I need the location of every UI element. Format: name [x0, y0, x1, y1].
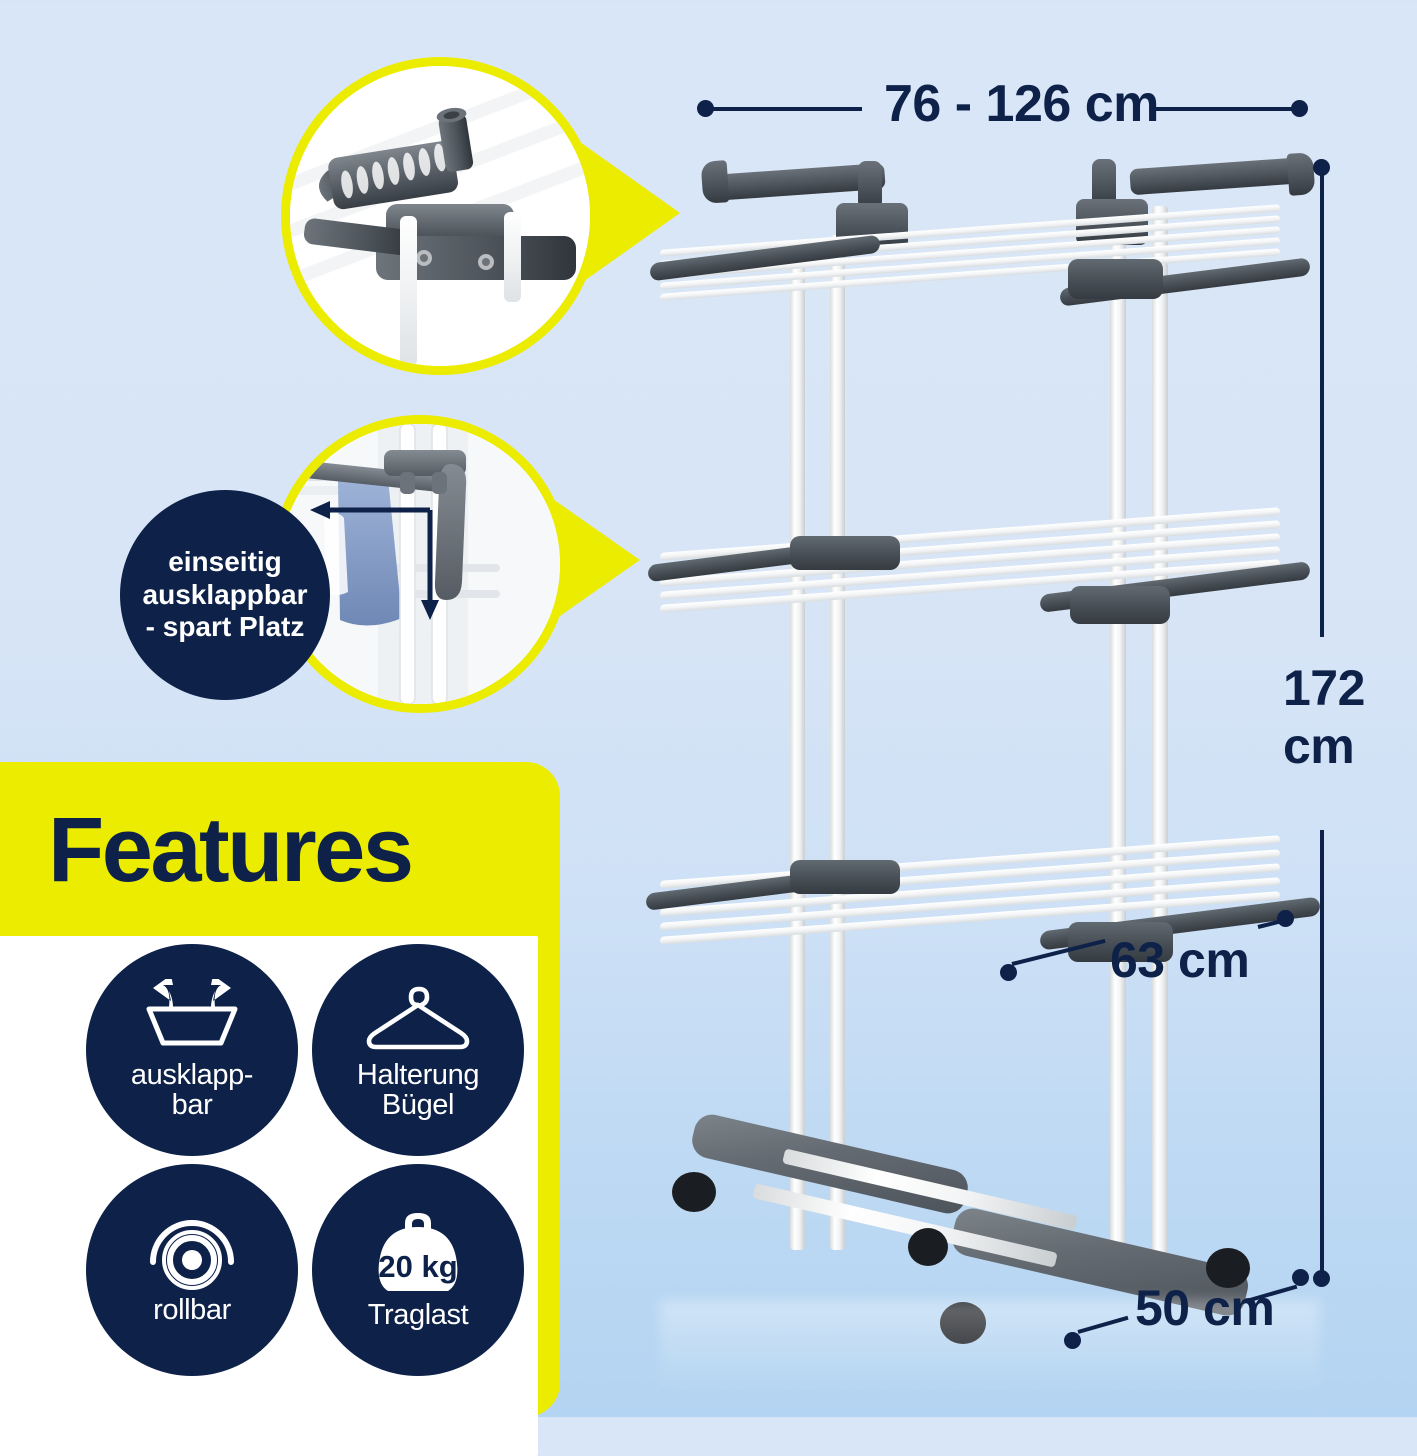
dim-dot-bottom — [1313, 1270, 1330, 1287]
product-illustration — [640, 60, 1321, 1360]
feature-rollbar[interactable]: rollbar — [86, 1164, 298, 1376]
badge-text: einseitig ausklappbar - spart Platz — [142, 546, 308, 643]
caster-wheel-back-left — [672, 1172, 716, 1212]
dimension-depth-label: 63 cm — [1110, 932, 1250, 988]
callout-one-sided-folding — [280, 424, 560, 704]
caster-wheel-front-right — [1206, 1248, 1250, 1288]
rolling-base — [640, 1111, 1320, 1360]
hanger-holder-right-tip — [1286, 152, 1316, 196]
shelf-bottom-hinge — [1068, 922, 1173, 962]
shelf-bottom-hub — [790, 860, 900, 894]
pole-back-left — [790, 240, 805, 1250]
dim-dot-top — [1313, 159, 1330, 176]
dim-line-vertical-lower — [1320, 830, 1324, 1275]
features-title: Features — [48, 799, 414, 901]
shelf-top-hinge — [1068, 259, 1163, 299]
dim-line-vertical-upper — [1320, 172, 1324, 637]
caster-wheel-front-left — [940, 1302, 986, 1344]
dim-line-left — [712, 107, 862, 111]
pole-front-right — [1110, 210, 1126, 1275]
base-rod-upper — [782, 1148, 1078, 1231]
shelf-bottom — [640, 830, 1321, 970]
dim-dot-63-left — [1000, 964, 1017, 981]
pole-front-right-2 — [1152, 206, 1168, 1276]
dim-dot-50-right — [1292, 1269, 1309, 1286]
dim-dot-right — [1291, 100, 1308, 117]
feature-ausklappbar[interactable]: ausklapp- bar — [86, 944, 298, 1156]
hanger-holder-left-post — [858, 161, 882, 209]
infographic-canvas: 76 - 126 cm 172 cm 63 cm 50 cm — [0, 60, 1366, 1456]
dim-dot-50-left — [1064, 1332, 1081, 1349]
hanger-holder-left-tip — [700, 160, 730, 204]
feature-traglast[interactable]: 20 kg Traglast — [312, 1164, 524, 1376]
shelf-middle — [640, 500, 1320, 630]
feature-halterung-buegel[interactable]: Halterung Bügel — [312, 944, 524, 1156]
shelf-middle-hub — [790, 536, 900, 570]
status-badge-one-sided: einseitig ausklappbar - spart Platz — [120, 490, 330, 700]
caster-wheel-back-right — [908, 1228, 948, 1266]
caster-wheel-icon — [133, 1214, 251, 1292]
features-card: Features — [0, 762, 560, 1456]
dim-dot-left — [697, 100, 714, 117]
coat-hanger-icon — [359, 979, 477, 1057]
weight-icon: 20 kg — [359, 1209, 477, 1292]
foldable-arrows-icon — [133, 979, 251, 1057]
dim-dot-63-right — [1277, 910, 1294, 927]
dimension-width-label: 76 - 126 cm — [884, 75, 1159, 133]
shelf-top — [640, 152, 1320, 307]
dimension-height-label: 172 cm — [1283, 660, 1365, 774]
floor-reflection — [660, 1300, 1320, 1396]
hanger-holder-right — [1129, 156, 1311, 196]
feature-label: rollbar — [153, 1294, 231, 1327]
dim-line-right — [1150, 107, 1300, 111]
callout-hanger-holder — [290, 66, 590, 366]
one-sided-folding-photo — [280, 424, 560, 704]
feature-label: Traglast — [367, 1299, 469, 1332]
shelf-middle-hinge — [1070, 586, 1170, 624]
weight-value: 20 kg — [378, 1249, 458, 1285]
pole-back-left-2 — [830, 235, 845, 1250]
feature-label: Halterung Bügel — [356, 1059, 480, 1121]
hanger-holder-photo — [290, 66, 590, 366]
features-panel: ausklapp- bar Halterung Bügel — [0, 936, 538, 1456]
features-grid: ausklapp- bar Halterung Bügel — [0, 944, 538, 1376]
feature-label: ausklapp- bar — [130, 1059, 254, 1121]
dimension-base-label: 50 cm — [1135, 1280, 1275, 1336]
